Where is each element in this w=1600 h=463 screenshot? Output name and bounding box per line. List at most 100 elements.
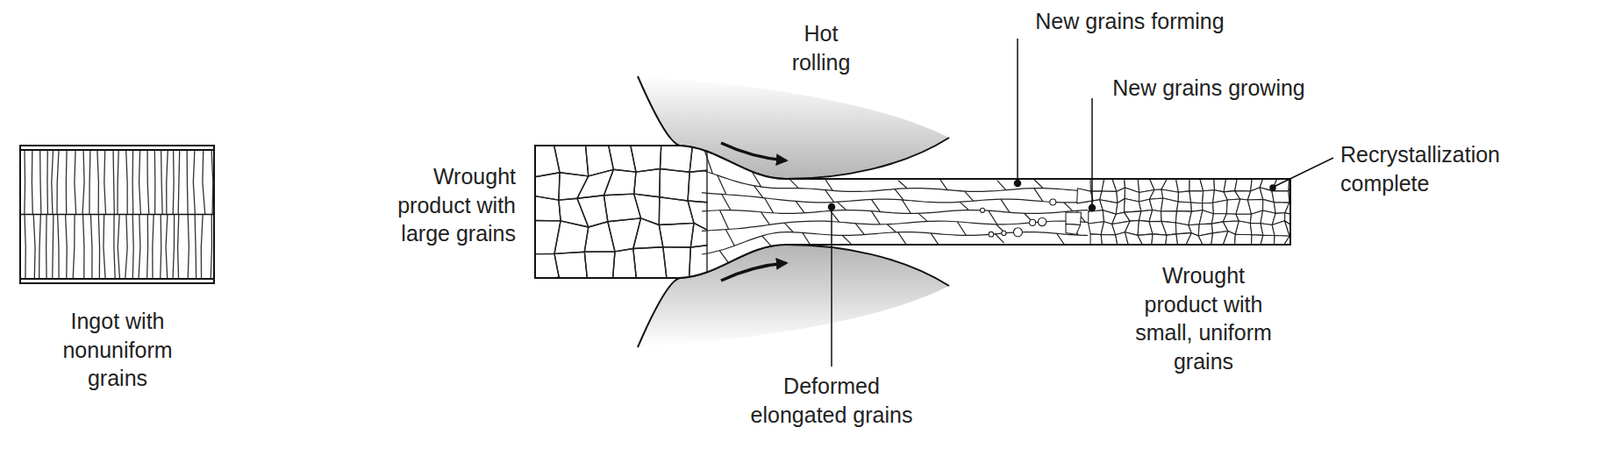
callout-label: Wrought product with large grains xyxy=(371,162,516,249)
columnar-grain xyxy=(114,214,115,279)
grain-boundary xyxy=(964,191,974,201)
columnar-grain xyxy=(45,214,48,279)
columnar-grain xyxy=(202,150,206,215)
grain-boundary xyxy=(855,223,865,236)
grain-boundary xyxy=(918,213,928,222)
columnar-grain xyxy=(161,150,163,215)
grain xyxy=(1271,221,1290,236)
rotation-arrow xyxy=(721,263,786,281)
grain xyxy=(1176,178,1191,193)
grain-boundary xyxy=(837,201,847,210)
grain-boundary xyxy=(1034,179,1043,189)
grain-boundary xyxy=(795,200,805,213)
grain-boundary xyxy=(886,224,896,233)
leader-line xyxy=(1016,38,1019,183)
columnar-grain xyxy=(90,214,93,279)
columnar-grain xyxy=(74,150,77,215)
columnar-grain xyxy=(194,214,197,279)
columnar-grain xyxy=(210,214,212,279)
grain xyxy=(1065,212,1081,225)
columnar-grain xyxy=(166,150,168,215)
ingot-centerline xyxy=(20,214,215,216)
grain xyxy=(1151,234,1167,245)
columnar-grain xyxy=(165,214,168,279)
callout-label: Deformed elongated grains xyxy=(743,371,920,429)
grain-boundary xyxy=(825,190,835,203)
grain-boundary xyxy=(717,175,727,195)
columnar-grain xyxy=(46,150,49,215)
grain xyxy=(1161,198,1179,212)
grain xyxy=(688,245,708,288)
grain xyxy=(1199,210,1214,225)
columnar-grain xyxy=(88,150,91,215)
grain-boundary xyxy=(720,210,729,230)
columnar-grain xyxy=(200,214,203,279)
leader-dot xyxy=(828,204,836,211)
columnar-grain xyxy=(52,214,54,279)
grain-boundary xyxy=(957,221,966,236)
columnar-grain xyxy=(126,150,128,215)
grain xyxy=(1284,235,1291,245)
grain xyxy=(1271,191,1290,204)
grain-boundary xyxy=(1034,188,1043,202)
grain-boundary xyxy=(701,210,1088,215)
grain-nucleus xyxy=(1001,230,1007,236)
grain xyxy=(1149,210,1162,222)
columnar-grain xyxy=(160,214,162,279)
leader-line xyxy=(1273,157,1334,187)
columnar-grain xyxy=(132,214,134,279)
grain xyxy=(1213,200,1229,215)
ingot-outline xyxy=(20,145,215,284)
grain-boundary xyxy=(988,210,998,225)
new-grains xyxy=(979,199,1056,237)
callout-label: Ingot with nonuniform grains xyxy=(51,307,184,393)
columnar-grain xyxy=(33,214,36,279)
columnar-grain xyxy=(131,150,134,215)
slab-fill xyxy=(535,145,1291,279)
grain xyxy=(1161,211,1178,223)
grain-boundary xyxy=(898,232,908,246)
columnar-grain xyxy=(40,150,42,215)
leader-line xyxy=(830,207,833,367)
grain-boundary xyxy=(719,250,729,264)
grain xyxy=(633,247,668,290)
grain-boundary xyxy=(784,222,793,233)
leader-dot xyxy=(1014,180,1022,187)
leader-lines xyxy=(828,38,1335,367)
grain-boundary xyxy=(997,180,1007,191)
columnar-grain xyxy=(125,214,128,279)
grain-boundary xyxy=(789,179,799,189)
callout-label: Wrought product with small, uniform grai… xyxy=(1124,261,1283,376)
grain xyxy=(1273,235,1290,245)
grain xyxy=(634,169,661,198)
columnar-grain xyxy=(39,214,42,279)
callout-label: New grains forming xyxy=(1035,7,1224,36)
columnar-grain xyxy=(138,214,141,279)
columnar-grain xyxy=(211,150,214,215)
grain xyxy=(1222,231,1236,245)
grain xyxy=(1177,201,1193,212)
callout-label: Recrystallization complete xyxy=(1340,140,1516,198)
grain xyxy=(1189,191,1204,204)
grain-boundary xyxy=(871,199,880,212)
grain xyxy=(554,221,589,254)
columnar-grain xyxy=(187,214,189,279)
columnar-grain xyxy=(83,214,85,279)
slab-outline xyxy=(535,145,1291,279)
grain-boundary xyxy=(898,180,908,189)
columnar-grain xyxy=(57,214,59,279)
grain xyxy=(584,251,615,290)
columnar-grain xyxy=(103,214,106,279)
grain-boundary xyxy=(761,212,771,225)
columnar-grain xyxy=(172,150,175,215)
grain xyxy=(628,135,662,172)
columnar-grain xyxy=(152,214,154,279)
grain xyxy=(603,169,636,195)
grain xyxy=(1100,234,1118,245)
grain-boundary xyxy=(764,198,774,214)
grain xyxy=(690,222,708,248)
grain-boundary xyxy=(871,211,880,225)
grain xyxy=(607,218,642,252)
large-grains xyxy=(529,133,708,290)
